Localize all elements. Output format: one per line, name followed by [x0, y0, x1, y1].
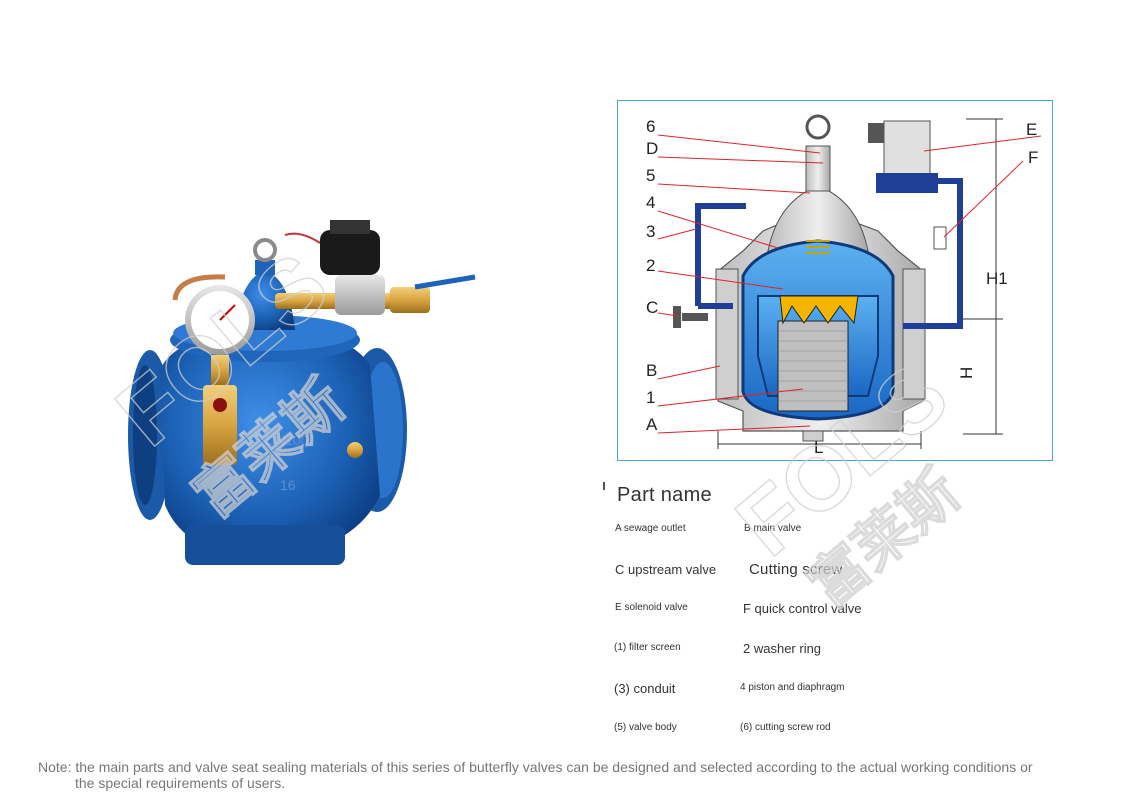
dim-h1: H1	[986, 269, 1008, 288]
callout-e: E	[1026, 120, 1037, 139]
callout-b: B	[646, 361, 657, 380]
part-c: C upstream valve	[615, 562, 717, 577]
valve-section	[673, 114, 963, 442]
pressure-gauge	[172, 274, 255, 465]
dim-h: H	[957, 367, 976, 379]
part-e: E solenoid valve	[615, 602, 688, 613]
part-3: (3) conduit	[614, 681, 676, 696]
callout-5: 5	[646, 166, 655, 185]
leader-lines	[657, 134, 1042, 434]
part-5: (5) valve body	[614, 722, 677, 733]
sectional-diagram: H1 H L 6 D 5 4 3 2 C B 1	[617, 100, 1053, 461]
callout-labels-right: E F	[1026, 120, 1038, 167]
callout-f: F	[1028, 148, 1038, 167]
callout-4: 4	[646, 193, 655, 212]
part-6: (6) cutting screw rod	[740, 722, 831, 733]
footnote-line-2: the special requirements of users.	[75, 775, 286, 791]
dim-l: L	[814, 438, 823, 457]
part-d: Cutting screw	[749, 561, 843, 578]
part-1: (1) filter screen	[614, 642, 681, 653]
callout-6: 6	[646, 117, 655, 136]
callout-d: D	[646, 139, 658, 158]
footnote-line-1: Note: the main parts and valve seat seal…	[38, 759, 1033, 775]
part-b: B main valve	[744, 523, 802, 534]
title-tick-mark	[603, 482, 605, 490]
callout-c: C	[646, 298, 658, 317]
watermark-cjk-right: 富莱斯	[797, 458, 972, 620]
callout-3: 3	[646, 222, 655, 241]
part-a: A sewage outlet	[615, 523, 686, 534]
pressure-marking: 16	[280, 477, 296, 493]
solenoid-assembly	[275, 220, 476, 315]
part-4: 4 piston and diaphragm	[740, 682, 845, 693]
callout-1: 1	[646, 388, 655, 407]
dimension-lines	[717, 118, 1003, 449]
parts-title: Part name	[617, 484, 712, 506]
callout-2: 2	[646, 256, 655, 275]
part-f: F quick control valve	[743, 601, 862, 616]
part-2: 2 washer ring	[743, 641, 822, 656]
flange-marking: DN100	[265, 432, 309, 448]
product-photo: DN100 16	[128, 220, 476, 565]
callout-labels-left: 6 D 5 4 3 2 C B 1 A	[646, 117, 658, 434]
callout-a: A	[646, 415, 658, 434]
footnote: Note: the main parts and valve seat seal…	[38, 759, 1098, 791]
